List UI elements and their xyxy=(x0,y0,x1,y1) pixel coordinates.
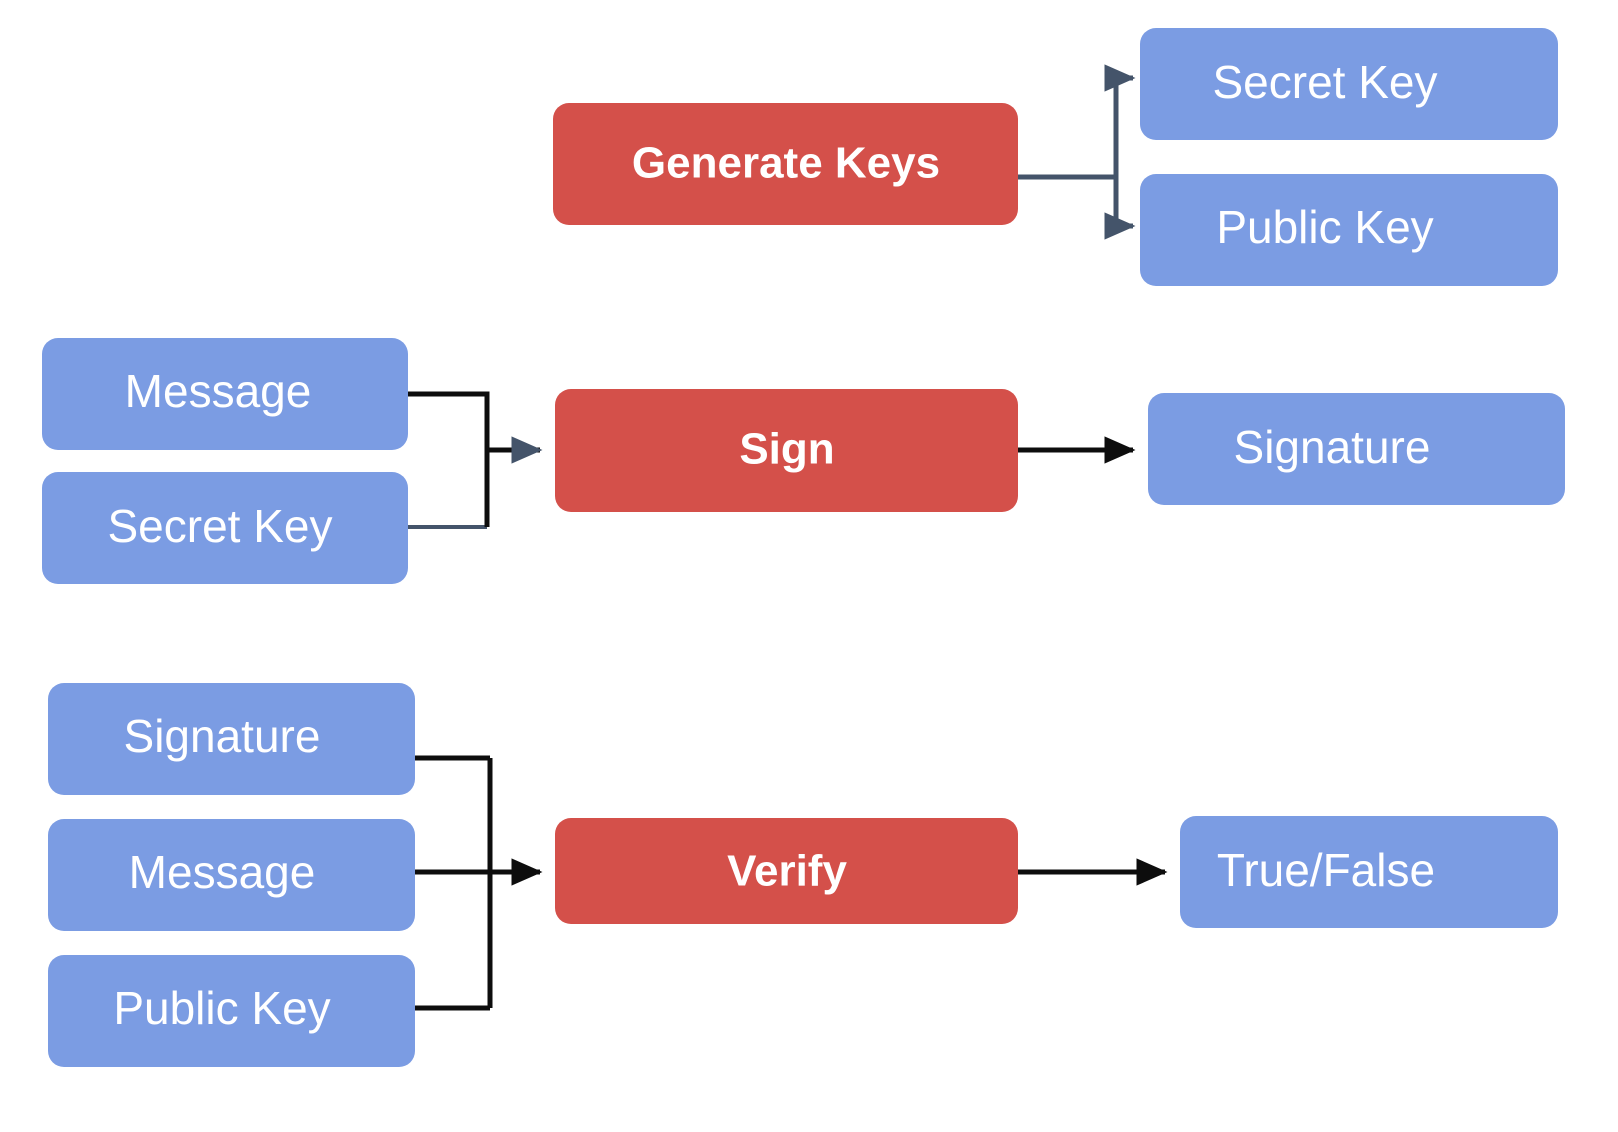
generate-keys-to-secret-key-arrow xyxy=(1104,64,1136,177)
node-verify-output-result-shape xyxy=(1180,816,1558,928)
node-sign-input-message[interactable]: Message xyxy=(42,338,408,450)
node-verify-shape xyxy=(555,818,1018,924)
generate-keys-branch-connector xyxy=(1018,64,1136,240)
node-verify-input-public-key-shape xyxy=(48,955,415,1067)
node-generate-output-public-key[interactable]: Public Key xyxy=(1140,174,1558,286)
node-generate-output-secret-key-label: Secret Key xyxy=(1213,56,1438,108)
node-generate-output-public-key-shape xyxy=(1140,174,1558,286)
verify-inputs-merge-connector xyxy=(406,755,543,1011)
node-verify-input-message-shape xyxy=(48,819,415,931)
node-verify[interactable]: Verify xyxy=(555,818,1018,924)
node-verify-input-public-key[interactable]: Public Key xyxy=(48,955,415,1067)
node-sign-input-secret-key-label: Secret Key xyxy=(108,500,333,552)
node-sign-input-secret-key[interactable]: Secret Key xyxy=(42,472,408,584)
node-generate-keys-shape xyxy=(553,103,1018,225)
node-sign-output-signature[interactable]: Signature xyxy=(1148,393,1565,505)
node-sign-output-signature-shape xyxy=(1148,393,1565,505)
generate-keys-to-public-key-arrow xyxy=(1104,177,1136,240)
node-verify-input-message-label: Message xyxy=(129,846,316,898)
node-sign-label: Sign xyxy=(739,425,834,474)
node-generate-keys-label: Generate Keys xyxy=(632,139,940,188)
node-verify-input-public-key-label: Public Key xyxy=(113,982,330,1034)
sign-inputs-merge-connector xyxy=(394,391,543,529)
node-generate-output-secret-key[interactable]: Secret Key xyxy=(1140,28,1558,140)
node-verify-input-message[interactable]: Message xyxy=(48,819,415,931)
node-verify-output-result[interactable]: True/False xyxy=(1180,816,1558,928)
node-verify-label: Verify xyxy=(727,847,847,896)
node-verify-input-signature-shape xyxy=(48,683,415,795)
node-generate-output-public-key-label: Public Key xyxy=(1216,201,1433,253)
node-sign-shape xyxy=(555,389,1018,512)
node-verify-input-signature-label: Signature xyxy=(124,710,321,762)
node-sign-output-signature-label: Signature xyxy=(1234,421,1431,473)
node-sign[interactable]: Sign xyxy=(555,389,1018,512)
node-generate-keys[interactable]: Generate Keys xyxy=(553,103,1018,225)
node-sign-input-message-label: Message xyxy=(125,365,312,417)
node-generate-output-secret-key-shape xyxy=(1140,28,1558,140)
node-verify-output-result-label: True/False xyxy=(1217,844,1435,896)
node-sign-input-message-shape xyxy=(42,338,408,450)
node-verify-input-signature[interactable]: Signature xyxy=(48,683,415,795)
node-sign-input-secret-key-shape xyxy=(42,472,408,584)
